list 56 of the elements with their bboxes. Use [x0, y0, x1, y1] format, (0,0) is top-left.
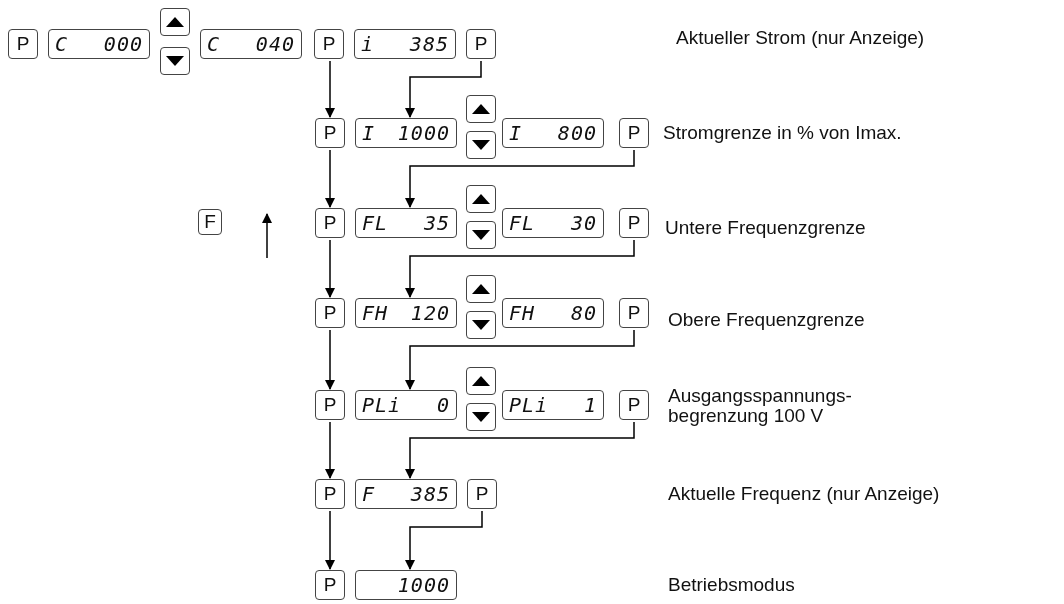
- p-key: P: [8, 29, 38, 59]
- arrow: [325, 239, 335, 298]
- p-key: P: [466, 29, 496, 59]
- up-key: [466, 275, 496, 303]
- down-key: [466, 311, 496, 339]
- up-key: [160, 8, 190, 36]
- p-key: P: [315, 479, 345, 509]
- down-key: [466, 403, 496, 431]
- lcd-display: C 000: [48, 29, 150, 59]
- arrow: [325, 510, 335, 570]
- lcd-display: FH 120: [355, 298, 457, 328]
- p-key: P: [315, 208, 345, 238]
- down-key: [466, 221, 496, 249]
- description-text: Aktueller Strom (nur Anzeige): [676, 28, 925, 48]
- lcd-display: I 800: [502, 118, 604, 148]
- arrow: [325, 329, 335, 390]
- arrow: [405, 239, 635, 298]
- description-text: Untere Frequenzgrenze: [665, 218, 866, 238]
- arrow: [405, 60, 482, 118]
- p-key: P: [315, 298, 345, 328]
- arrow: [405, 149, 635, 208]
- p-key: P: [467, 479, 497, 509]
- description-text: Obere Frequenzgrenze: [668, 310, 865, 330]
- lcd-display: FL 30: [502, 208, 604, 238]
- description-text: Betriebsmodus: [668, 575, 795, 595]
- lcd-display: FL 35: [355, 208, 457, 238]
- lcd-display: FH 80: [502, 298, 604, 328]
- lcd-display: PLi 1: [502, 390, 604, 420]
- p-key: P: [315, 118, 345, 148]
- p-key: P: [314, 29, 344, 59]
- lcd-display: C 040: [200, 29, 302, 59]
- up-key: [466, 185, 496, 213]
- lcd-display: 1000: [355, 570, 457, 600]
- p-key: P: [315, 390, 345, 420]
- description-text: Aktuelle Frequenz (nur Anzeige): [668, 484, 940, 504]
- lcd-display: I 1000: [355, 118, 457, 148]
- arrow: [405, 510, 483, 570]
- down-key: [466, 131, 496, 159]
- arrow: [325, 60, 335, 118]
- arrow: [325, 421, 335, 479]
- p-key: P: [619, 208, 649, 238]
- arrow: [405, 329, 635, 390]
- arrow: [325, 149, 335, 208]
- arrow: [405, 421, 635, 479]
- down-key: [160, 47, 190, 75]
- lcd-display: F 385: [355, 479, 457, 509]
- lcd-display: i 385: [354, 29, 456, 59]
- description-text: Stromgrenze in % von Imax.: [663, 123, 902, 143]
- p-key: P: [619, 390, 649, 420]
- up-key: [466, 95, 496, 123]
- p-key: P: [619, 298, 649, 328]
- up-key: [466, 367, 496, 395]
- p-key: P: [619, 118, 649, 148]
- lcd-display: PLi 0: [355, 390, 457, 420]
- p-key: P: [315, 570, 345, 600]
- function-key: F: [198, 209, 222, 235]
